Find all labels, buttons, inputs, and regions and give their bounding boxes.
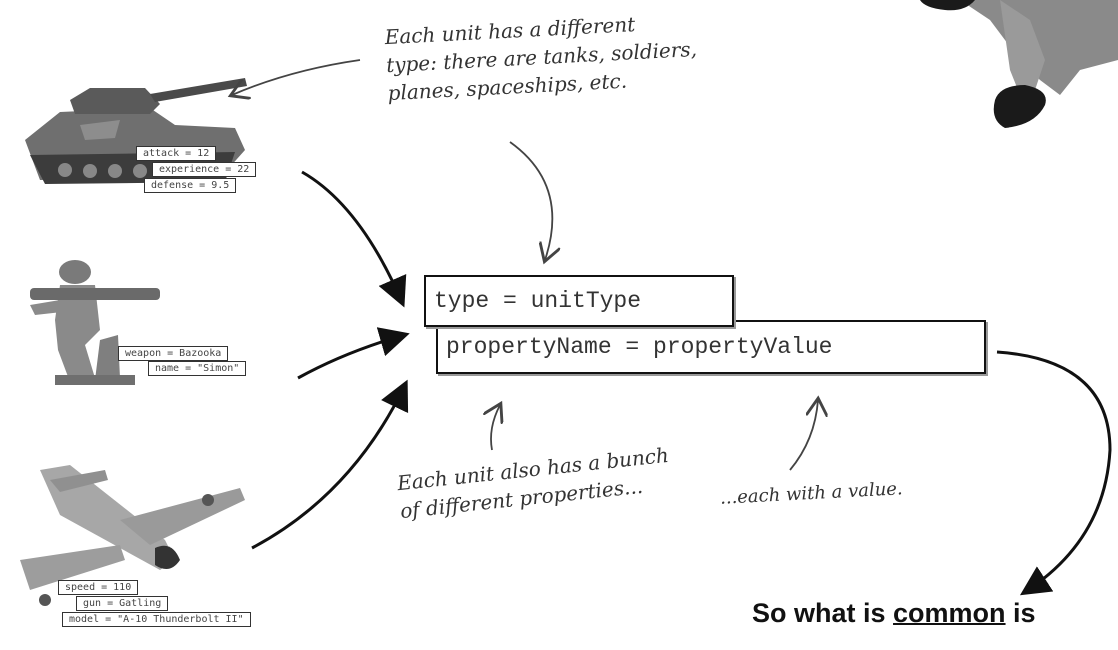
unit-type-note: Each unit has a different type: there ar… xyxy=(384,7,699,107)
tank-property-tag: defense = 9.5 xyxy=(144,178,237,193)
soldier-property-tag: weapon = Bazooka xyxy=(118,346,229,361)
person-legs-icon xyxy=(920,0,1118,128)
tank-flow-arrow xyxy=(301,170,407,308)
soldier-property-tag: name = "Simon" xyxy=(148,361,247,376)
soldier-flow-arrow xyxy=(297,327,410,380)
common-heading: So what is common is xyxy=(752,598,1036,629)
property-code-box: propertyName = propertyValue xyxy=(436,320,986,374)
type-note-arrow xyxy=(232,59,361,95)
plane-property-tag: speed = 110 xyxy=(58,580,139,595)
property-value-pointer-arrow xyxy=(789,400,818,471)
property-name-pointer-arrow xyxy=(491,405,500,451)
common-heading-prefix: So what is xyxy=(752,598,894,628)
type-pointer-arrow xyxy=(509,141,552,260)
plane-flow-arrow xyxy=(251,379,409,550)
common-heading-emphasis: common xyxy=(893,598,1006,628)
result-flow-arrow xyxy=(996,350,1112,596)
common-heading-suffix: is xyxy=(1005,598,1036,628)
tank-property-tag: experience = 22 xyxy=(152,162,257,177)
plane-property-tag: model = "A-10 Thunderbolt II" xyxy=(62,612,251,627)
plane-icon xyxy=(20,465,245,606)
soldier-icon xyxy=(30,260,160,385)
plane-property-tag: gun = Gatling xyxy=(76,596,169,611)
unit-type-code-box: type = unitType xyxy=(424,275,734,327)
tank-property-tag: attack = 12 xyxy=(136,146,217,161)
